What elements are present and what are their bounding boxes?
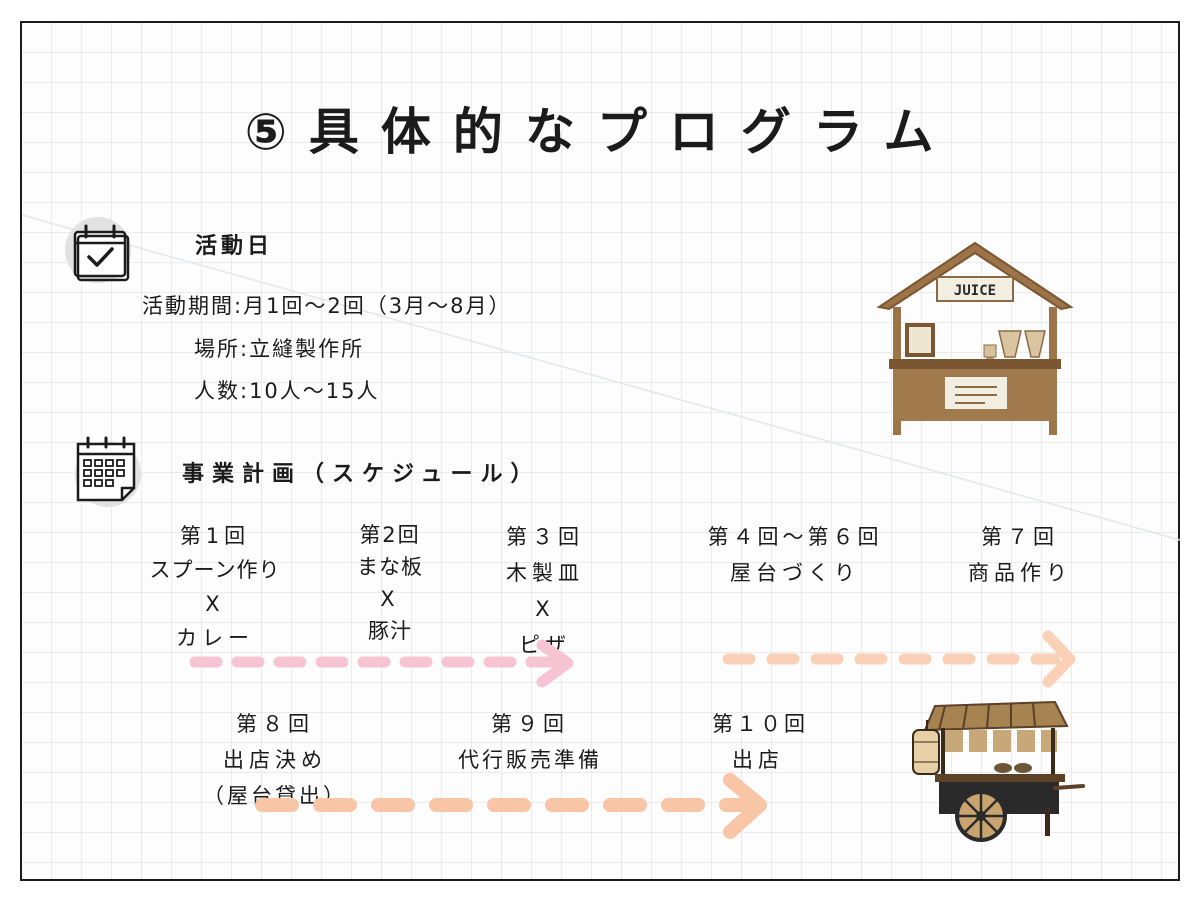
juice-sign-text: JUICE <box>954 283 996 299</box>
schedule-session-10: 第１０回 出店 <box>700 706 820 778</box>
session-number: 第１０回 <box>712 712 808 736</box>
schedule-session-1: 第1回 スプーン作り X カレー <box>145 519 285 655</box>
session-number: 第2回 <box>359 523 421 547</box>
schedule-session-2: 第2回 まな板 X 豚汁 <box>335 519 445 647</box>
activity-day-heading: 活動日 <box>195 234 274 259</box>
slide-frame <box>20 21 1180 881</box>
session-number: 第８回 <box>236 712 314 736</box>
session-activity: 木製皿 <box>506 561 584 585</box>
peach-dashed-arrow-top <box>722 630 1076 688</box>
session-activity: スプーン作り <box>149 558 281 582</box>
activity-people: 人数:10人〜15人 <box>194 379 380 403</box>
activity-place: 場所:立縫製作所 <box>194 337 365 361</box>
calendar-check-icon <box>65 217 131 283</box>
session-cross: X <box>205 592 225 616</box>
session-cross: X <box>380 587 400 611</box>
session-number: 第７回 <box>981 525 1059 549</box>
session-activity: 出店 <box>732 748 784 772</box>
activity-period: 活動期間:月1回〜2回（3月〜8月） <box>142 294 512 318</box>
pink-dashed-arrow <box>189 639 574 688</box>
session-activity: 商品作り <box>968 561 1072 585</box>
session-number: 第1回 <box>179 524 251 548</box>
session-cross: X <box>535 597 555 621</box>
session-activity-2: 豚汁 <box>368 619 412 643</box>
session-activity: 出店決め <box>223 748 327 772</box>
peach-dashed-arrow-bottom <box>255 773 767 839</box>
schedule-heading: 事業計画（スケジュール） <box>182 462 541 487</box>
schedule-session-9: 第９回 代行販売準備 <box>435 706 625 778</box>
session-activity: 代行販売準備 <box>458 748 602 772</box>
session-number: 第３回 <box>506 525 584 549</box>
schedule-session-7: 第７回 商品作り <box>950 519 1090 591</box>
session-activity-2: カレー <box>176 626 254 650</box>
yatai-cart-illustration <box>912 700 1085 842</box>
schedule-session-4-6: 第４回〜第６回 屋台づくり <box>695 519 895 591</box>
session-activity: まな板 <box>357 555 423 579</box>
juice-stand-illustration: JUICE <box>876 241 1074 435</box>
session-number: 第４回〜第６回 <box>707 525 883 549</box>
page-title: ⑤具体的なプログラム <box>244 103 956 161</box>
calendar-grid-icon <box>75 436 141 507</box>
session-activity: 屋台づくり <box>730 561 860 585</box>
session-number: 第９回 <box>491 712 569 736</box>
